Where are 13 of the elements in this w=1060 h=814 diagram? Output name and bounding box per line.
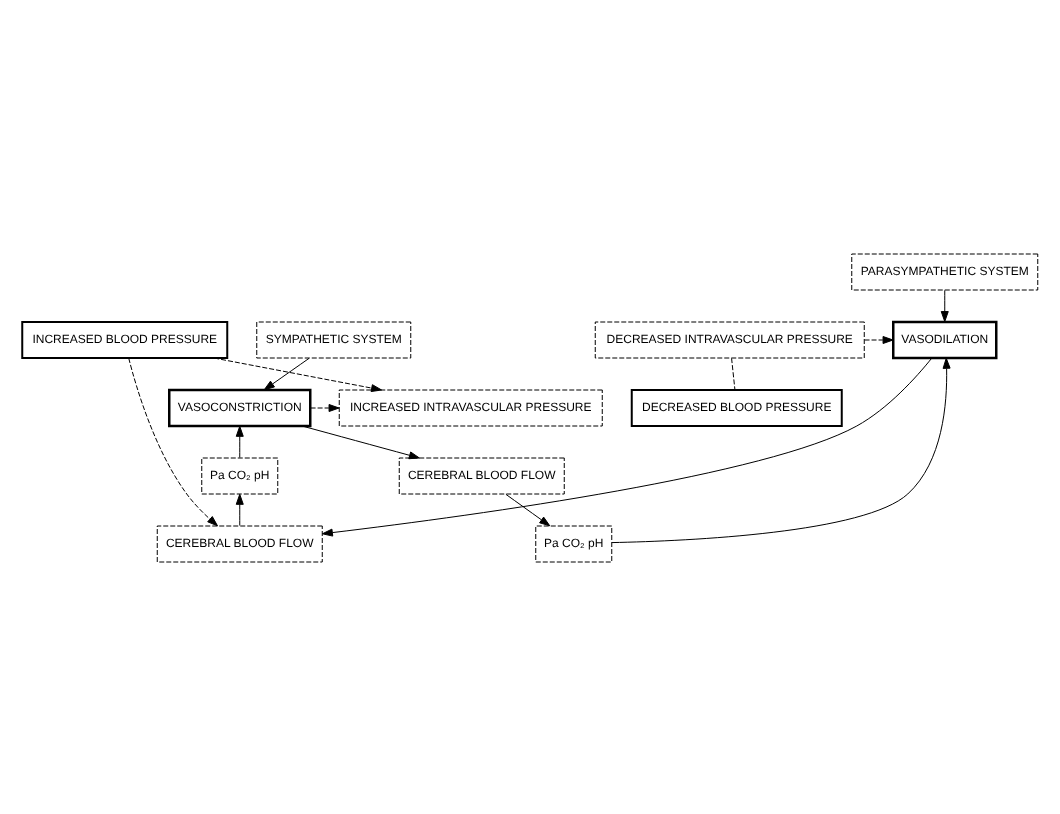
arrow (310, 403, 340, 411)
arrow (128, 356, 218, 526)
arrow (611, 356, 951, 543)
arrow (213, 356, 383, 392)
arrow (235, 424, 244, 458)
arrow (505, 492, 551, 526)
arrow (864, 335, 894, 343)
connector (731, 356, 736, 390)
arrow (940, 288, 949, 322)
arrow (301, 424, 420, 459)
arrow (235, 492, 244, 526)
arrow (321, 356, 933, 536)
arrow (263, 356, 310, 390)
